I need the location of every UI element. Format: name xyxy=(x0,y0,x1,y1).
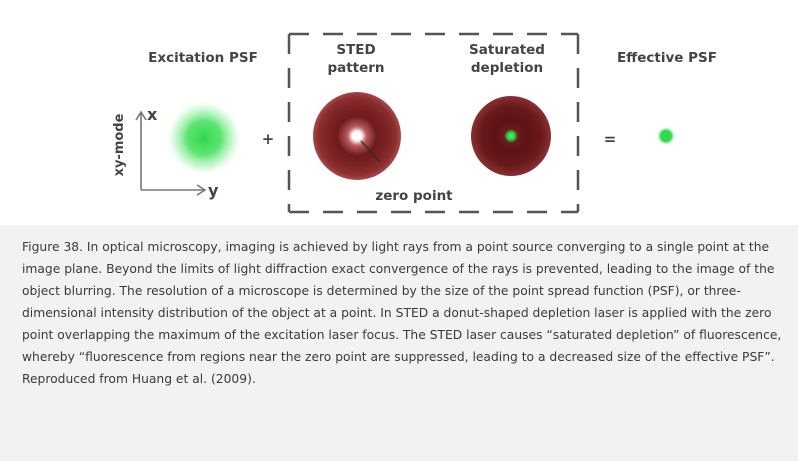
figure-caption: Figure 38. In optical microscopy, imagin… xyxy=(22,240,782,386)
saturated-depletion-center-dot xyxy=(504,129,518,143)
excitation-psf-label: Excitation PSF xyxy=(148,50,258,66)
sted-pattern-donut xyxy=(313,92,401,180)
axis-y-label: y xyxy=(208,181,219,200)
zero-point-pointer xyxy=(360,140,381,163)
xy-mode-label: xy-mode xyxy=(112,113,127,176)
effective-psf-spot xyxy=(657,127,675,145)
saturated-label-line2: depletion xyxy=(471,60,543,76)
zero-point-label: zero point xyxy=(375,188,453,204)
figure-panel: Excitation PSF STED pattern Saturated de… xyxy=(0,0,798,225)
dashed-box xyxy=(287,32,580,214)
equals-sign: = xyxy=(604,130,617,148)
axes-icon xyxy=(135,110,207,196)
saturated-label-line1: Saturated xyxy=(469,42,545,58)
sted-label-line2: pattern xyxy=(327,60,384,76)
sted-label-line1: STED xyxy=(336,42,375,58)
effective-psf-label: Effective PSF xyxy=(617,50,717,66)
sted-diagram: Excitation PSF STED pattern Saturated de… xyxy=(112,32,717,214)
excitation-psf-spot xyxy=(166,100,242,176)
plus-sign: + xyxy=(262,130,275,148)
axis-x-label: x xyxy=(147,105,158,124)
